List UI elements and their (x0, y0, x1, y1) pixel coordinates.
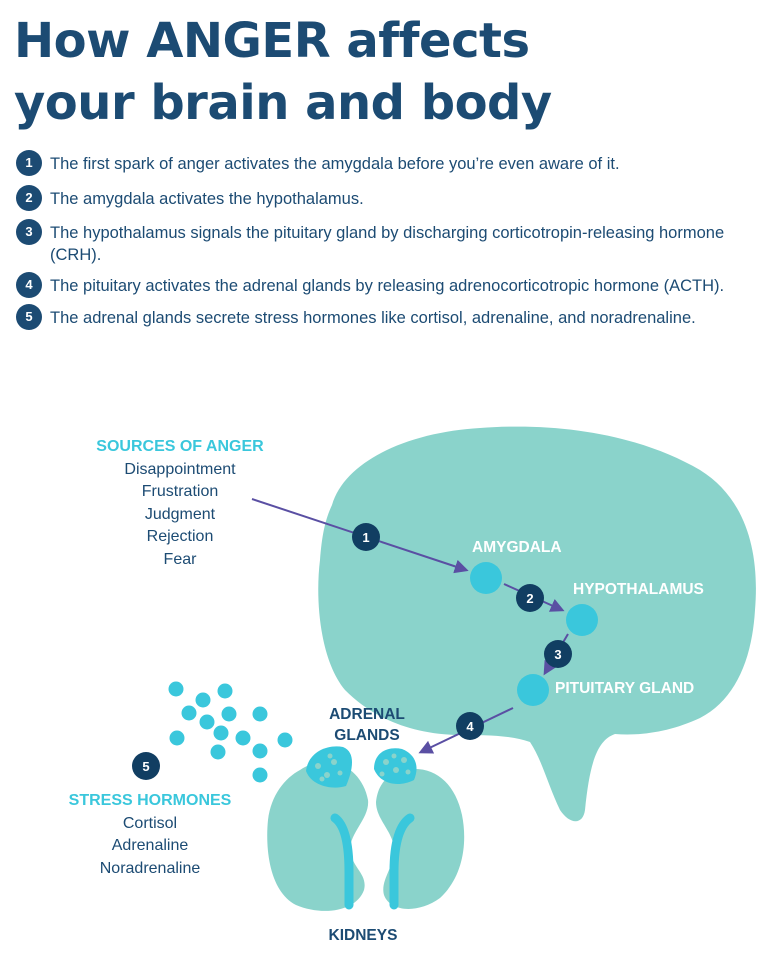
right-adrenal-gland-shape (374, 748, 417, 785)
step-number-badge: 2 (16, 185, 42, 211)
source-item: Fear (163, 550, 197, 568)
steps-list: 1 The first spark of anger activates the… (16, 150, 751, 330)
step-number-badge: 5 (16, 304, 42, 330)
diagram-badge-3: 3 (544, 640, 572, 668)
diagram-badge-1: 1 (352, 523, 380, 551)
amygdala-marker (470, 562, 502, 594)
step-item-1: 1 The first spark of anger activates the… (16, 150, 751, 176)
right-kidney-shape (376, 768, 465, 909)
left-adrenal-gland-shape (306, 746, 352, 788)
hormone-item: Cortisol (122, 814, 178, 832)
right-ureter-shape (389, 813, 415, 910)
hypothalamus-marker (566, 604, 598, 636)
pituitary-gland-label: PITUITARY GLAND (555, 680, 695, 697)
hormone-item: Noradrenaline (99, 859, 201, 877)
step-number-badge: 1 (16, 150, 42, 176)
hypothalamus-label: HYPOTHALAMUS (573, 581, 704, 598)
step-number-badge: 3 (16, 219, 42, 245)
adrenal-glands-label: ADRENAL GLANDS (318, 704, 416, 746)
source-item: Disappointment (124, 460, 236, 478)
left-kidney-shape (267, 761, 369, 911)
step-number-badge: 4 (16, 272, 42, 298)
step-text: The hypothalamus signals the pituitary g… (50, 224, 725, 264)
pituitary-gland-marker (517, 674, 549, 706)
step-text: The first spark of anger activates the a… (50, 155, 620, 173)
diagram-badge-4: 4 (456, 712, 484, 740)
stress-hormone-dots (168, 681, 293, 783)
left-ureter-shape (330, 813, 354, 910)
stress-heading: STRESS HORMONES (68, 792, 232, 809)
step-item-5: 5 The adrenal glands secrete stress horm… (16, 304, 751, 330)
page-title: How ANGER affects your brain and body (14, 10, 552, 134)
source-item: Frustration (141, 483, 219, 500)
adrenal-label-line-2: GLANDS (334, 727, 400, 744)
title-line-2: your brain and body (14, 75, 552, 131)
source-item: Judgment (144, 505, 216, 523)
diagram-badge-2: 2 (516, 584, 544, 612)
sources-heading: SOURCES OF ANGER (96, 438, 264, 455)
stress-hormones-block: STRESS HORMONES Cortisol Adrenaline Nora… (50, 790, 250, 880)
brain-shape (318, 426, 756, 822)
hormone-item: Adrenaline (111, 837, 189, 854)
step-text: The pituitary activates the adrenal glan… (50, 277, 725, 295)
sources-of-anger-block: SOURCES OF ANGER Disappointment Frustrat… (80, 436, 280, 571)
step-text: The adrenal glands secrete stress hormon… (50, 309, 696, 327)
adrenal-gland-texture-dots (315, 753, 411, 782)
step-item-3: 3 The hypothalamus signals the pituitary… (16, 219, 751, 266)
source-item: Rejection (146, 528, 214, 545)
diagram-badge-5: 5 (132, 752, 160, 780)
title-line-1: How ANGER affects (14, 13, 530, 69)
step-item-4: 4 The pituitary activates the adrenal gl… (16, 272, 751, 298)
amygdala-label: AMYGDALA (472, 539, 562, 556)
adrenal-label-line-1: ADRENAL (329, 706, 405, 723)
step-item-2: 2 The amygdala activates the hypothalamu… (16, 185, 751, 211)
step-text: The amygdala activates the hypothalamus. (50, 190, 364, 208)
kidneys-label: KIDNEYS (328, 927, 398, 944)
